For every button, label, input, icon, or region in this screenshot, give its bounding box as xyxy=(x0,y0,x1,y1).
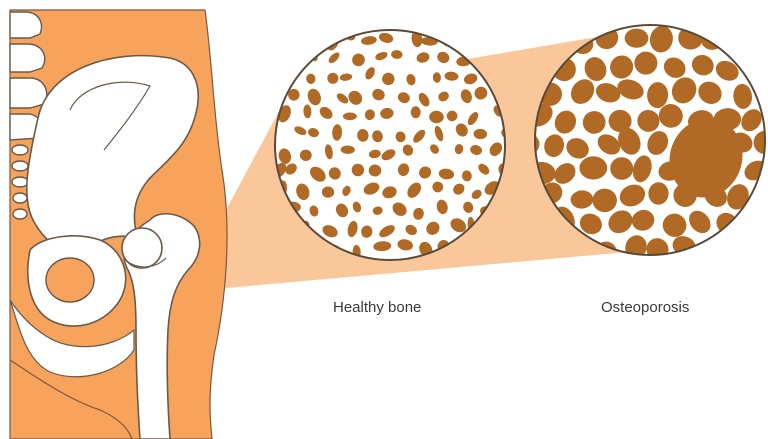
trabecula xyxy=(289,7,304,26)
trabecula xyxy=(483,15,493,27)
trabecula xyxy=(330,16,341,28)
trabecula xyxy=(494,8,510,25)
osteoporosis-label: Osteoporosis xyxy=(601,299,689,316)
trabecula xyxy=(256,63,273,84)
trabecula xyxy=(301,28,317,44)
trabecula xyxy=(268,48,282,60)
femoral-head xyxy=(122,228,162,268)
trabecula xyxy=(577,0,610,30)
trabecula xyxy=(481,30,501,48)
trabecula xyxy=(433,11,449,27)
healthy-bone-label: Healthy bone xyxy=(333,299,421,316)
trabecula xyxy=(374,17,385,30)
trabecula xyxy=(653,0,686,28)
trabecula xyxy=(728,236,748,263)
trabecula xyxy=(551,3,576,29)
trabecula xyxy=(281,31,297,47)
trabecula xyxy=(343,113,357,121)
trabecula xyxy=(711,0,746,31)
trabecula xyxy=(311,15,318,30)
trabecula xyxy=(345,7,366,25)
trabecula xyxy=(754,26,768,57)
trabecula xyxy=(262,109,275,119)
trabecula xyxy=(395,11,410,24)
trabecula xyxy=(523,2,547,24)
trabecula xyxy=(286,48,302,64)
trabecula xyxy=(703,239,732,262)
trabecula xyxy=(461,13,475,27)
trabecula xyxy=(579,156,607,179)
trabecula xyxy=(279,70,292,88)
obturator-foramen xyxy=(46,258,94,302)
trabecula xyxy=(740,2,768,32)
trabecula xyxy=(263,30,275,45)
trabecula xyxy=(754,186,768,212)
trabecula xyxy=(681,0,713,27)
trabecula xyxy=(757,230,768,262)
trabecula xyxy=(723,25,754,53)
trabecula xyxy=(412,13,427,27)
trabecula xyxy=(267,89,276,107)
trabecula xyxy=(466,37,479,47)
trabecula xyxy=(593,189,617,213)
trabecula xyxy=(270,14,280,26)
trabecula xyxy=(740,212,766,232)
